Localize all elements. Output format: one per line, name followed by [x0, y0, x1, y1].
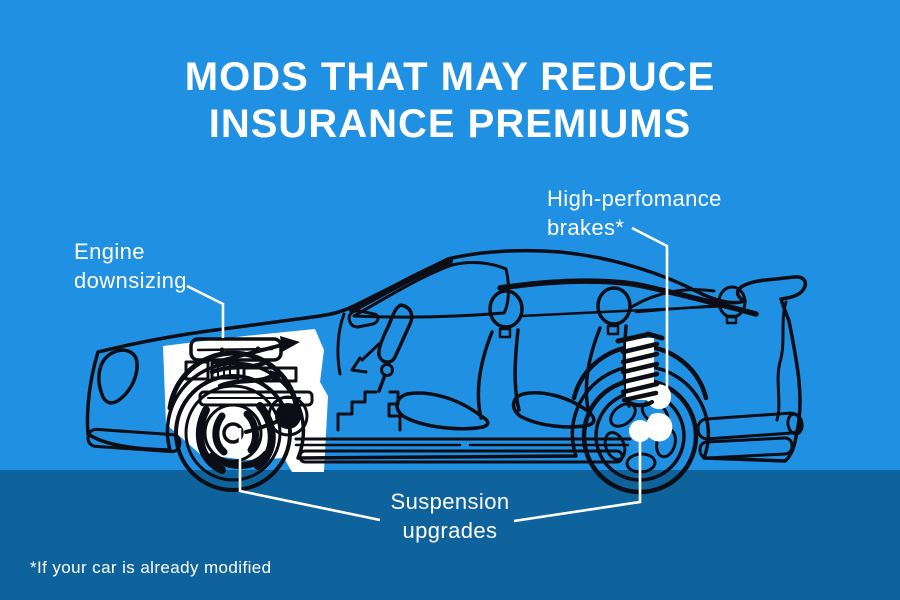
rear-skirt [696, 411, 802, 441]
road-ground-band [0, 470, 900, 600]
front-seat [395, 289, 524, 431]
car-body-outline [85, 248, 807, 463]
high-performance-brakes-label: High-perfomance brakes* [547, 186, 722, 241]
engine-downsizing-label: Engine downsizing [74, 239, 187, 294]
suspension-upgrades-label: Suspension upgrades [390, 489, 510, 544]
headlight [97, 348, 139, 405]
suspension-left-connector-line [238, 428, 381, 522]
gear-shifter [336, 390, 402, 432]
title-line-2: INSURANCE PREMIUMS [208, 102, 692, 147]
engine-connector-line [186, 284, 225, 338]
footnote: *If your car is already modified [30, 558, 272, 577]
rearview-mirror [347, 309, 380, 329]
steering-wheel [377, 303, 414, 364]
page-title: MODS THAT MAY REDUCE INSURANCE PREMIUMS [0, 54, 900, 148]
title-line-1: MODS THAT MAY REDUCE [184, 55, 716, 99]
exhaust-tip [786, 412, 804, 436]
front-splitter [86, 427, 182, 454]
brakes-connector-line [631, 226, 669, 401]
rear-diffuser [698, 436, 794, 460]
rear-seat [511, 286, 632, 429]
brake-highlight [629, 384, 673, 442]
cabin-details [294, 260, 747, 464]
front-wheel [167, 350, 299, 492]
suspension-spring [615, 331, 665, 408]
callout-connectors [186, 226, 669, 523]
suspension-right-connector-line [513, 431, 642, 523]
